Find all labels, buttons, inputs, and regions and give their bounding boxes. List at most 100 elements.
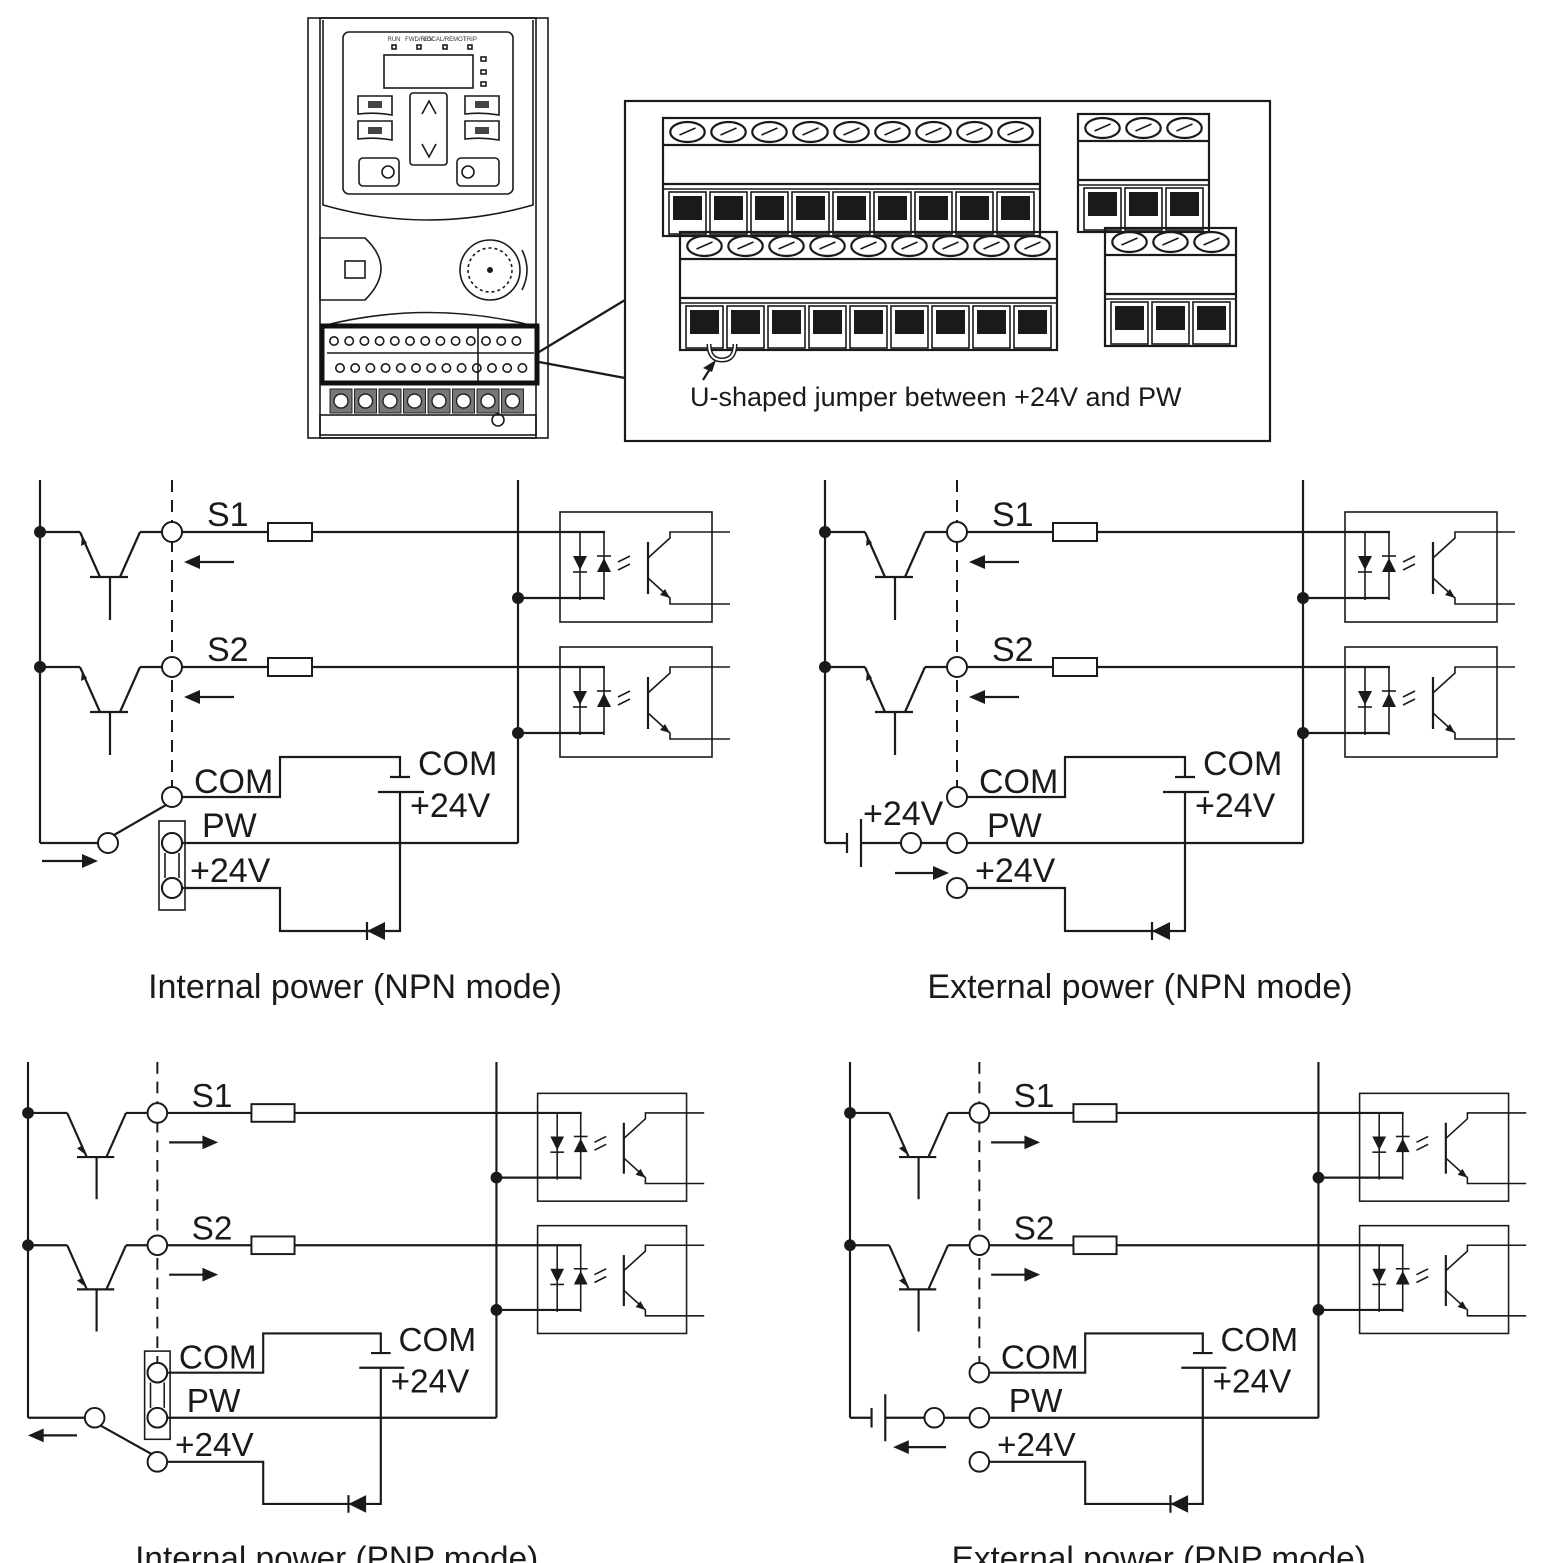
light-emission-icon	[617, 698, 631, 706]
quick-jog-button[interactable]	[464, 120, 500, 141]
drive-base	[319, 414, 537, 436]
led-diode-down-icon	[550, 1268, 565, 1283]
optocoupler-box	[1358, 1092, 1510, 1202]
terminal-label-s2: S2	[207, 631, 249, 669]
light-emission-icon	[594, 1135, 607, 1144]
quick-jog-icon	[475, 127, 489, 134]
knob-grip	[467, 247, 513, 293]
led-trip	[467, 44, 473, 50]
light-emission-icon	[594, 1268, 607, 1276]
transistor-collector	[903, 531, 927, 578]
light-emission-icon	[1416, 1275, 1429, 1284]
terminal-screw-slot	[1162, 237, 1179, 246]
terminal-clamp	[685, 305, 724, 349]
light-emission-icon	[594, 1143, 607, 1151]
control-terminal-screw	[480, 335, 491, 346]
terminal-clamp	[873, 191, 912, 235]
light-emission-icon	[617, 555, 631, 563]
terminal-wire-entry	[919, 196, 948, 220]
led-label-trip: TRIP	[463, 37, 477, 43]
terminal-screw	[1111, 230, 1148, 254]
knob-direction-mark	[521, 249, 528, 291]
terminal-wire-entry	[813, 310, 842, 334]
power-terminals	[329, 388, 524, 414]
supply-v24-label: +24V	[1195, 787, 1276, 825]
terminal-label-s1: S1	[1014, 1078, 1055, 1115]
optocoupler-box	[1344, 511, 1498, 623]
emitter-arrow-icon	[899, 1145, 907, 1155]
inset-frame	[623, 99, 1272, 443]
terminal-screw-slot	[925, 127, 942, 136]
junction-dot	[1312, 1171, 1325, 1184]
knob-center	[487, 267, 493, 273]
terminal-label-v24: +24V	[975, 852, 1056, 890]
control-terminal-screw	[328, 335, 339, 346]
terminal-screw	[1084, 116, 1121, 140]
phototransistor-collector	[1432, 666, 1515, 694]
phototransistor-emitter	[623, 1289, 705, 1317]
transistor-collector	[927, 1244, 949, 1290]
jumper-terminal	[146, 1361, 169, 1384]
terminal-s1	[146, 1102, 169, 1124]
keypad-buttons[interactable]	[357, 92, 500, 187]
control-terminal-screw	[380, 362, 391, 373]
junction-dot	[1297, 592, 1309, 604]
drive-inner-frame	[319, 17, 537, 439]
data-enter-button[interactable]	[357, 120, 393, 141]
input-resistor-s2	[1052, 657, 1098, 677]
v24-wire	[182, 886, 367, 933]
transistor-collector	[903, 666, 927, 713]
phototransistor-collector	[647, 531, 730, 559]
light-emission-icon	[617, 690, 631, 698]
terminal-screw	[997, 120, 1034, 144]
control-terminal-screw	[389, 335, 400, 346]
power-terminal-screw	[382, 393, 398, 409]
terminal-wire-entry	[1018, 310, 1047, 334]
prg-esc-button[interactable]	[357, 95, 393, 116]
transistor-collector	[105, 1112, 127, 1158]
optocoupler-box	[559, 646, 713, 758]
terminal-block	[661, 116, 1042, 238]
terminal-label-s2: S2	[1014, 1210, 1055, 1247]
terminal-label-v24: +24V	[190, 852, 271, 890]
rj45-port-icon	[344, 260, 366, 279]
jumper-terminal	[161, 877, 183, 899]
led-local-remote	[442, 44, 448, 50]
up-down-button-frame[interactable]	[409, 92, 448, 166]
drive-illustration: RUN FWD/REV LOCAL/REMOT TRIP	[307, 17, 626, 439]
terminal-clamp	[668, 191, 707, 235]
terminal-screw-slot	[843, 127, 860, 136]
light-emission-icon	[1402, 698, 1416, 706]
shift-button[interactable]	[464, 95, 500, 116]
terminal-screw-slot	[1203, 237, 1220, 246]
terminal-screw-slot	[679, 127, 696, 136]
stop-reset-button[interactable]	[456, 157, 500, 187]
ext-supply-terminal	[900, 832, 922, 854]
junction-dot	[1297, 727, 1309, 739]
terminal-block-body	[661, 116, 1042, 238]
stop-icon	[461, 165, 475, 179]
terminal-s1	[968, 1102, 991, 1124]
junction-dot	[844, 1239, 856, 1252]
phototransistor-collector	[1445, 1244, 1527, 1272]
terminal-clamp	[1192, 301, 1231, 345]
input-resistor-s1	[1052, 522, 1098, 542]
run-icon	[381, 165, 395, 179]
supply-wire	[1170, 792, 1187, 933]
terminal-clamp	[1110, 301, 1149, 345]
terminal-screw-slot	[860, 241, 877, 250]
optocoupler-box	[536, 1224, 688, 1335]
led-diode-up-icon	[1395, 1138, 1410, 1153]
led-diode-up-icon	[597, 558, 611, 572]
led-diode-down-icon	[573, 556, 587, 570]
up-arrow-icon[interactable]	[421, 99, 437, 115]
phototransistor-collector	[1445, 1112, 1527, 1140]
terminal-wire-entry	[895, 310, 924, 334]
down-arrow-icon[interactable]	[421, 143, 437, 159]
terminal-clamp	[791, 191, 830, 235]
supply-wire	[385, 792, 402, 933]
run-button[interactable]	[358, 157, 400, 187]
led-diode-up-icon	[573, 1138, 588, 1153]
potentiometer-knob[interactable]	[459, 239, 521, 301]
